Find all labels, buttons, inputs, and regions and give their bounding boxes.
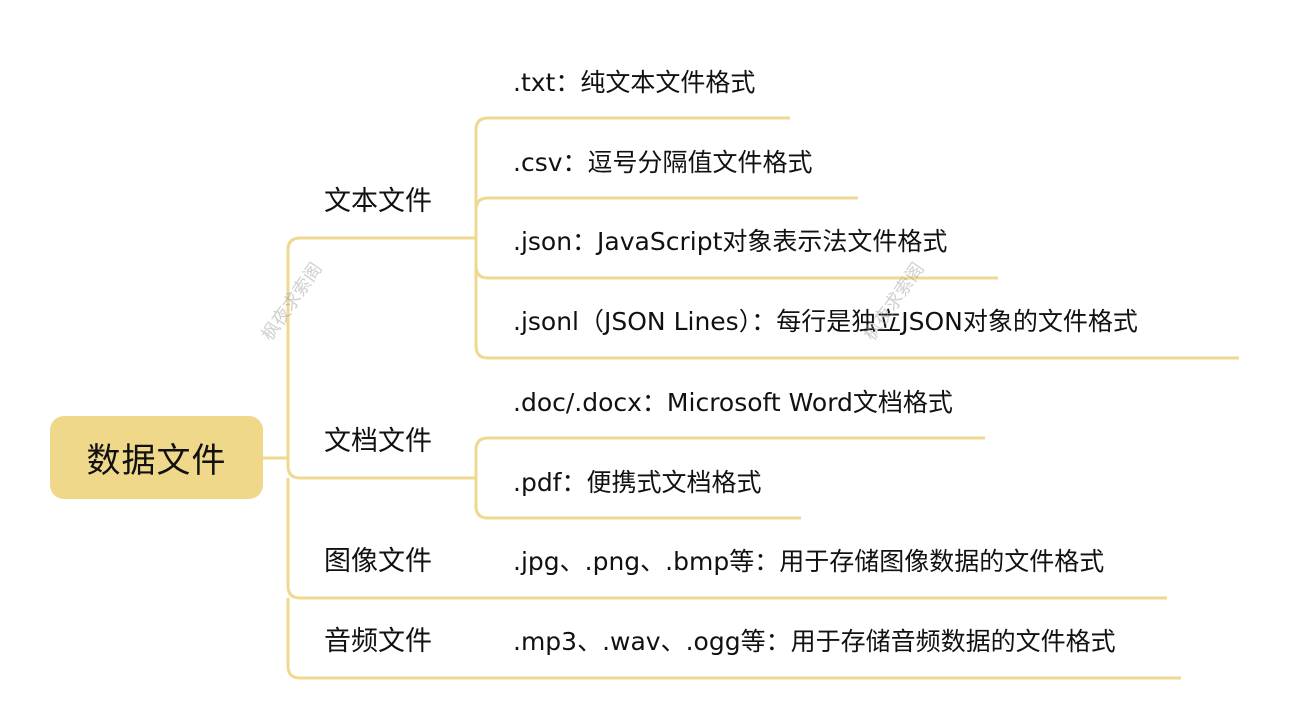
root-label: 数据文件 [86,441,227,481]
leaf-audio-formats: .mp3、.wav、.ogg等：用于存储音频数据的文件格式 [513,627,1116,656]
leaf-pdf: .pdf：便携式文档格式 [513,468,762,497]
doc-leaf-1-line [474,436,985,478]
trunk-to-audio-files [286,598,1181,680]
trunk-to-text-files [286,236,476,458]
text-leaf-2-line [474,196,858,238]
leaf-txt: .txt：纯文本文件格式 [513,68,756,97]
branch-audio-files: 音频文件 [324,626,432,657]
text-leaf-4-line [474,238,1239,360]
leaf-image-formats: .jpg、.png、.bmp等：用于存储图像数据的文件格式 [513,547,1105,576]
leaf-csv: .csv：逗号分隔值文件格式 [513,148,813,177]
branch-text-files: 文本文件 [324,186,432,217]
leaf-doc: .doc/.docx：Microsoft Word文档格式 [513,388,953,417]
branch-doc-files: 文档文件 [324,426,432,457]
doc-leaf-2-line [474,478,801,520]
trunk-to-image-files [286,478,1167,600]
root-node: 数据文件 [50,416,263,499]
branch-image-files: 图像文件 [324,546,432,577]
leaf-json: .json：JavaScript对象表示法文件格式 [513,227,948,256]
trunk-to-doc-files [286,458,476,480]
leaf-jsonl: .jsonl（JSON Lines）：每行是独立JSON对象的文件格式 [513,307,1138,336]
text-leaf-1-line [474,116,790,238]
